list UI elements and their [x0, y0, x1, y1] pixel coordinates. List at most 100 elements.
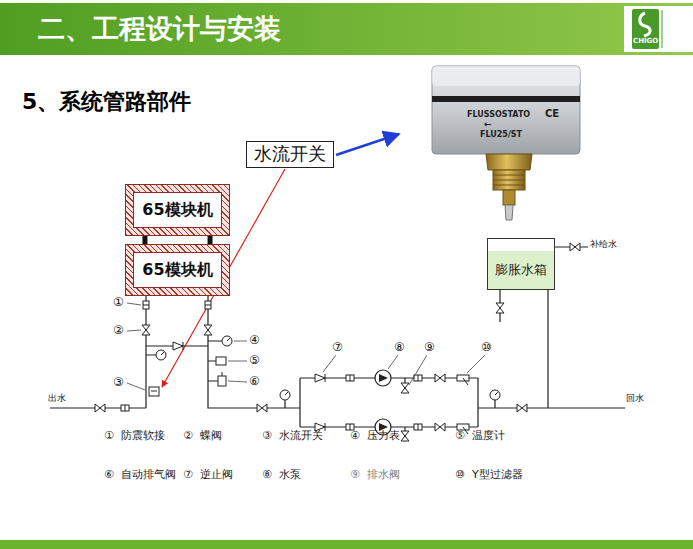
leader-line	[388, 355, 398, 369]
pipe-fitting	[149, 387, 159, 396]
device-marking: FLUSSOSTATO	[467, 111, 530, 120]
pipe-fitting	[414, 424, 422, 430]
callout-box: 水流开关	[246, 141, 334, 168]
node-text: 膨胀水箱	[495, 263, 547, 278]
leader-line	[228, 381, 247, 382]
legend-text: 逆止阀	[200, 469, 233, 481]
pipe-fitting	[414, 375, 422, 381]
legend-text: 防震软接	[121, 430, 165, 442]
pipe	[285, 400, 495, 408]
footer-band	[0, 540, 693, 549]
pipe-fitting	[435, 374, 445, 382]
module-unit-box: 65模块机	[125, 244, 230, 296]
leader-line	[228, 361, 247, 362]
callout-number: ⑩	[481, 341, 492, 354]
device-marking: CE	[545, 108, 559, 119]
pipe	[478, 407, 625, 408]
pipe-fitting	[151, 391, 157, 392]
pipe-fitting	[216, 357, 226, 365]
logo	[632, 9, 659, 49]
leader-line	[127, 330, 141, 331]
pipe-connector	[142, 236, 147, 244]
callout-number: ⑦	[332, 341, 343, 354]
logo	[662, 10, 663, 48]
callout-number: ①	[113, 296, 124, 309]
callout-number: ③	[113, 376, 124, 389]
logo	[640, 13, 650, 36]
header-band	[0, 3, 693, 55]
expansion-tank: 膨胀水箱	[487, 238, 555, 290]
pipe-fitting	[517, 404, 527, 412]
callout-number: ⑨	[424, 341, 435, 354]
logo-text: CHIGO	[633, 38, 658, 46]
pipe-fitting	[496, 303, 504, 313]
pipe-fitting	[315, 374, 325, 382]
section-heading: 5、系统管路部件	[22, 90, 191, 114]
leader-line	[409, 355, 427, 385]
callout-number: ④	[249, 334, 260, 347]
legend-text: Y型过滤器	[472, 469, 523, 481]
pipe-label: 回水	[626, 394, 644, 404]
legend-text: 蝶阀	[200, 430, 222, 442]
pipe	[146, 341, 222, 381]
legend-number: ⑨	[350, 469, 360, 481]
legend-number: ⑧	[262, 469, 272, 481]
legend-text: 自动排气阀	[121, 469, 176, 481]
leader-line	[323, 355, 336, 372]
module-face: 65模块机	[133, 192, 222, 228]
callout-number: ②	[113, 324, 124, 337]
flow-switch-photo	[493, 175, 525, 176]
legend-number: ②	[183, 430, 193, 442]
pipe-fitting	[570, 243, 580, 251]
pipe	[50, 247, 625, 440]
pipe-fitting	[257, 404, 267, 412]
pipe-fitting	[280, 390, 290, 400]
leader-line	[234, 341, 247, 342]
legend-text: 水泵	[279, 469, 301, 481]
device-marking: FLU25/ST	[480, 131, 522, 140]
flow-switch-photo	[505, 205, 513, 220]
pipe-fitting	[401, 431, 409, 441]
flow-switch-photo	[432, 66, 580, 220]
flow-switch-photo	[493, 180, 525, 181]
pipe-fitting	[95, 243, 580, 441]
pipe	[50, 296, 146, 408]
pipe-fitting	[435, 423, 445, 431]
pipe-fitting	[375, 370, 391, 386]
legend-number: ④	[350, 430, 360, 442]
legend-text: 压力表	[367, 430, 400, 442]
leader-line	[127, 303, 141, 305]
leader-line	[127, 303, 485, 390]
footer-band	[0, 540, 693, 549]
flow-switch-photo	[486, 154, 532, 170]
leader-line	[467, 355, 485, 373]
legend-number: ⑤	[455, 430, 465, 442]
pipe-fitting	[156, 350, 166, 360]
pipe-fitting	[173, 342, 183, 350]
pipe-fitting	[222, 336, 232, 346]
node-text: 水流开关	[254, 144, 326, 165]
flow-switch-photo	[432, 66, 580, 154]
logo	[624, 6, 693, 52]
pipe-fitting	[222, 372, 223, 376]
pipe-fitting	[95, 404, 105, 412]
node-text: 65模块机	[142, 201, 212, 219]
pipe-fitting	[204, 325, 212, 335]
header-band	[0, 3, 693, 55]
pipe-label: 出水	[48, 394, 66, 404]
flow-switch-photo	[503, 190, 515, 205]
pipe	[300, 378, 478, 427]
flow-switch-photo	[493, 185, 525, 186]
device-marking: ←	[484, 120, 492, 130]
pipe-fitting	[143, 301, 149, 309]
pipe-fitting	[346, 375, 354, 381]
pipe-connector	[208, 236, 213, 244]
logo	[624, 6, 693, 52]
legend-number: ⑩	[455, 469, 465, 481]
node-text: 65模块机	[142, 261, 212, 279]
legend-number: ③	[262, 430, 272, 442]
legend-text: 排水阀	[367, 469, 400, 481]
